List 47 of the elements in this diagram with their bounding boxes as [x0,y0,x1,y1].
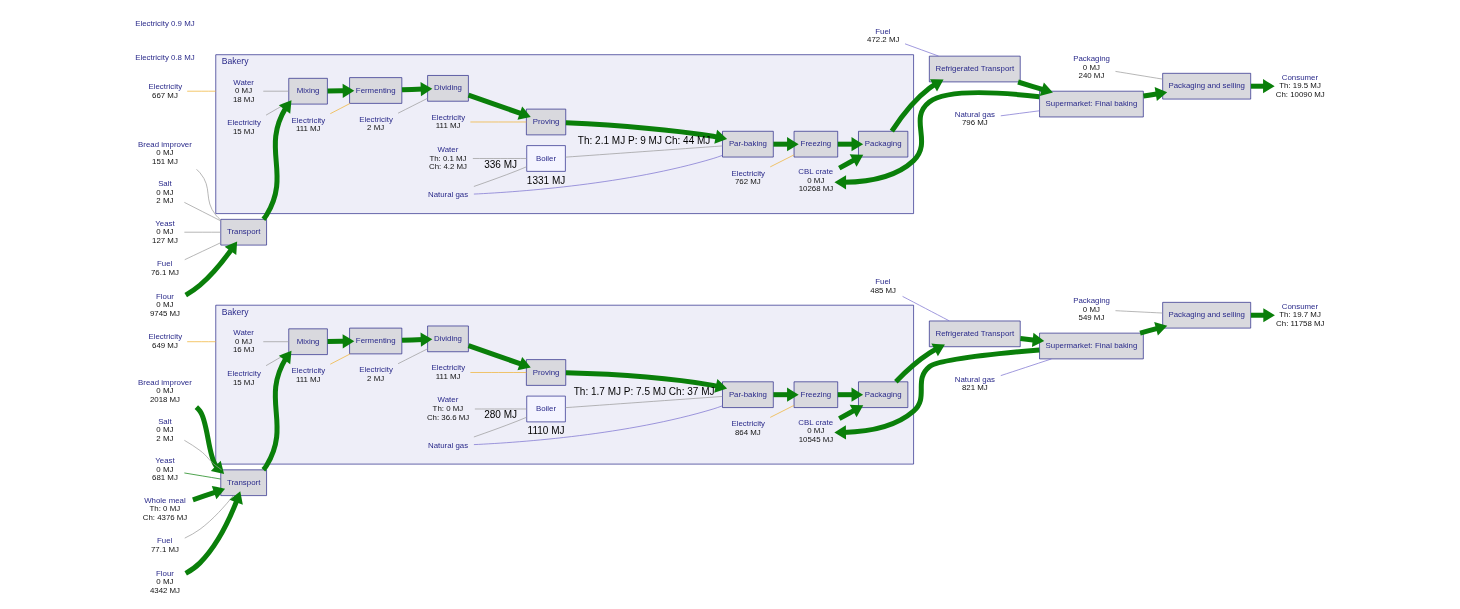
node-text: Packaging 0 MJ 240 MJ [1073,54,1110,81]
node-text: Electricity 667 MJ [148,81,183,100]
node-text: Electricity 111 MJ [431,112,466,131]
node-text: Electricity 111 MJ [431,363,466,381]
node-text: Bread improver 0 MJ 151 MJ [138,139,192,167]
node-text: Consumer Th: 19.5 MJ Ch: 10090 MJ [1275,72,1325,99]
node-text: Salt 0 MJ 2 MJ [156,179,174,206]
node-text: Natural gas [427,190,469,199]
node-text: Flour 0 MJ 4342 MJ [149,568,181,595]
label: Electricity 0.9 MJ [135,18,195,28]
node-text: Fuel 472.2 MJ [867,26,900,45]
node-text: Yeast 0 MJ 127 MJ [152,218,178,245]
node-text: Water Th: 0 MJ Ch: 36.6 MJ [426,395,470,422]
edge-label: Th: 2.1 MJ P: 9 MJ Ch: 44 MJ [577,135,711,147]
node-text: Packaging 0 MJ 549 MJ [1073,295,1110,323]
node-text: Yeast 0 MJ 681 MJ [152,456,178,483]
node-text: Flour 0 MJ 9745 MJ [149,291,181,318]
node-text: CBL crate 0 MJ 10268 MJ [798,167,834,194]
edge-label: Th: 1.7 MJ P: 7.5 MJ Ch: 37 MJ [573,385,715,397]
node-text: Water Th: 0.1 MJ Ch: 4.2 MJ [429,144,468,172]
node-text: Electricity 15 MJ [227,118,261,137]
node-text: Electricity 864 MJ [731,419,766,437]
node-text: Water 0 MJ 16 MJ [232,328,255,355]
node-text: Water 0 MJ 18 MJ [232,77,255,104]
node-text: Salt 0 MJ 2 MJ [156,416,174,444]
edge-label: 336 MJ [484,158,518,170]
label: Electricity 0.8 MJ [135,52,195,62]
node-text: Fuel 485 MJ [870,277,897,295]
node-text: Electricity 111 MJ [291,366,326,384]
node-text: Electricity 649 MJ [148,332,183,351]
node-text: Electricity 2 MJ [359,114,393,133]
edge-label: 280 MJ [484,409,518,421]
edge-label: 1110 MJ [527,425,565,437]
node-text: Fuel 76.1 MJ [150,259,179,278]
edge-label: 1331 MJ [526,175,566,187]
node-text: Electricity 2 MJ [359,365,393,383]
node-text: Bread improver 0 MJ 2018 MJ [138,377,192,404]
node-text: Electricity 15 MJ [227,368,261,387]
node-text: CBL crate 0 MJ 10545 MJ [798,417,834,444]
node-text: Natural gas 821 MJ [954,374,995,393]
node-text: Fuel 77.1 MJ [150,536,179,554]
node-text: Consumer Th: 19.7 MJ Ch: 11758 MJ [1276,301,1325,328]
node-text: Electricity 762 MJ [731,168,766,187]
node-text: Electricity 111 MJ [291,115,326,134]
node-text: Whole meal Th: 0 MJ Ch: 4376 MJ [142,495,188,522]
node-text: Natural gas 796 MJ [954,109,995,128]
node-text: Natural gas [427,440,469,450]
